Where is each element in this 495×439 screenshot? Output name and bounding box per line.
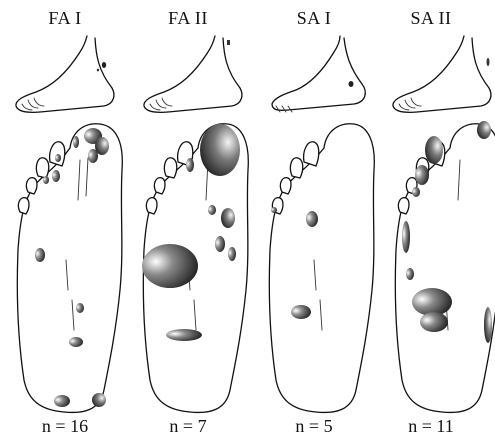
panel-count: n = 7: [124, 416, 252, 436]
panel-fa-ii: FA II: [124, 0, 252, 439]
panel-sa-ii: SA II: [376, 0, 495, 439]
receptive-field: [73, 136, 79, 148]
side-receptive-field: [97, 69, 99, 72]
receptive-field: [208, 205, 216, 215]
receptive-field: [221, 208, 235, 228]
panel-drawing: [376, 0, 495, 439]
receptive-field: [52, 170, 60, 182]
receptive-field: [76, 303, 84, 313]
side-receptive-field: [102, 62, 106, 68]
receptive-field: [306, 211, 318, 227]
receptive-field: [402, 221, 410, 253]
panel-drawing: [124, 0, 252, 439]
side-receptive-field: [349, 81, 354, 87]
receptive-field: [54, 395, 70, 407]
receptive-field: [406, 268, 414, 280]
panel-sa-i: SA I n =: [250, 0, 378, 439]
receptive-field: [415, 165, 429, 185]
receptive-field: [228, 247, 236, 261]
sole-outline: [269, 124, 374, 413]
receptive-field: [420, 312, 448, 332]
receptive-field: [412, 187, 420, 197]
receptive-field: [477, 121, 491, 139]
receptive-field: [69, 337, 83, 347]
sole-outline: [17, 124, 122, 413]
side-receptive-field: [487, 58, 490, 66]
receptive-field: [291, 305, 311, 319]
side-view-foot: [16, 36, 114, 112]
panel-drawing: [250, 0, 378, 439]
panel-count: n = 5: [250, 416, 378, 436]
receptive-field: [92, 393, 106, 407]
receptive-field: [166, 329, 202, 341]
receptive-field: [271, 207, 277, 213]
receptive-field: [186, 158, 194, 172]
receptive-field: [55, 154, 61, 162]
side-view-foot: [272, 36, 365, 112]
receptive-field: [412, 288, 452, 316]
panel-count: n = 11: [376, 416, 486, 436]
side-view-foot: [393, 36, 491, 112]
receptive-field: [484, 307, 492, 343]
receptive-field: [35, 248, 45, 262]
panel-fa-i: FA I: [0, 0, 130, 439]
receptive-field: [43, 176, 49, 184]
receptive-field: [142, 244, 198, 288]
receptive-field: [215, 236, 225, 252]
panel-drawing: [0, 0, 130, 439]
receptive-field: [88, 149, 98, 163]
receptive-field: [425, 136, 443, 164]
panel-count: n = 16: [0, 416, 130, 436]
side-receptive-field: [227, 40, 230, 45]
side-view-foot: [144, 36, 242, 112]
receptive-field: [200, 124, 240, 176]
